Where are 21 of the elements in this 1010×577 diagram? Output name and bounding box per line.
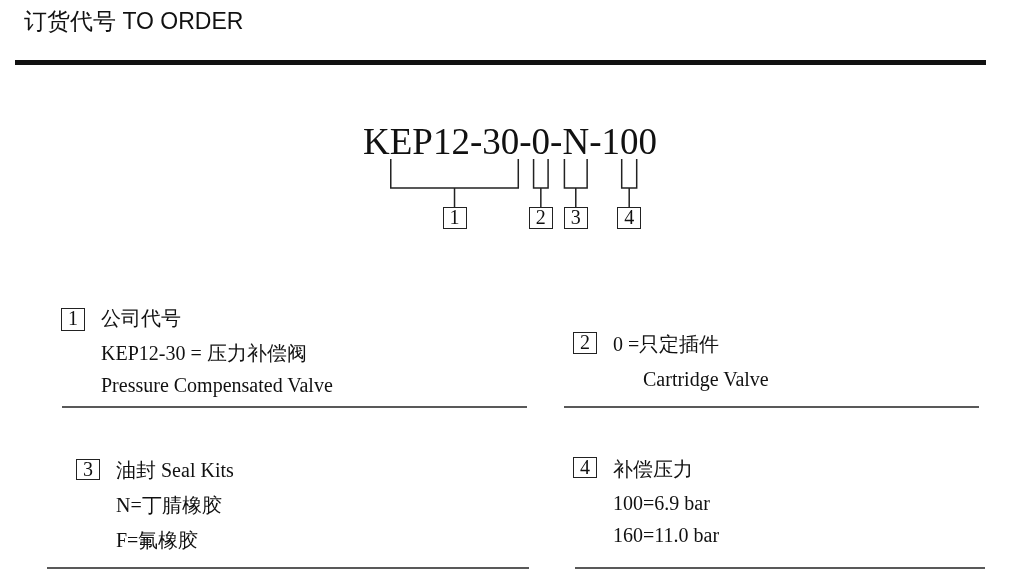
description-text: 0 =只定插件	[613, 332, 720, 356]
page-title: 订货代号 TO ORDER	[24, 7, 244, 35]
description-text: F=氟橡胶	[116, 528, 199, 552]
callout-number: 2	[573, 332, 597, 354]
description-text: Pressure Compensated Valve	[101, 373, 333, 397]
callout-number: 3	[76, 459, 100, 480]
callout-number: 1	[61, 308, 85, 331]
description-text: 补偿压力	[613, 457, 693, 481]
callout-number: 3	[563, 207, 588, 229]
model-code: KEP12-30-0-N-100	[363, 121, 657, 163]
description-text: Cartridge Valve	[643, 367, 769, 391]
description-text: 160=11.0 bar	[613, 523, 720, 547]
description-text: 油封 Seal Kits	[116, 458, 234, 482]
description-text: N=丁腈橡胶	[116, 493, 222, 517]
description-text: 公司代号	[101, 306, 181, 330]
description-text: 100=6.9 bar	[613, 491, 710, 515]
description-text: KEP12-30 = 压力补偿阀	[101, 341, 307, 365]
callout-number: 2	[528, 207, 553, 229]
callout-number: 1	[442, 207, 467, 229]
callout-number: 4	[573, 457, 597, 478]
callout-number: 4	[617, 207, 642, 229]
